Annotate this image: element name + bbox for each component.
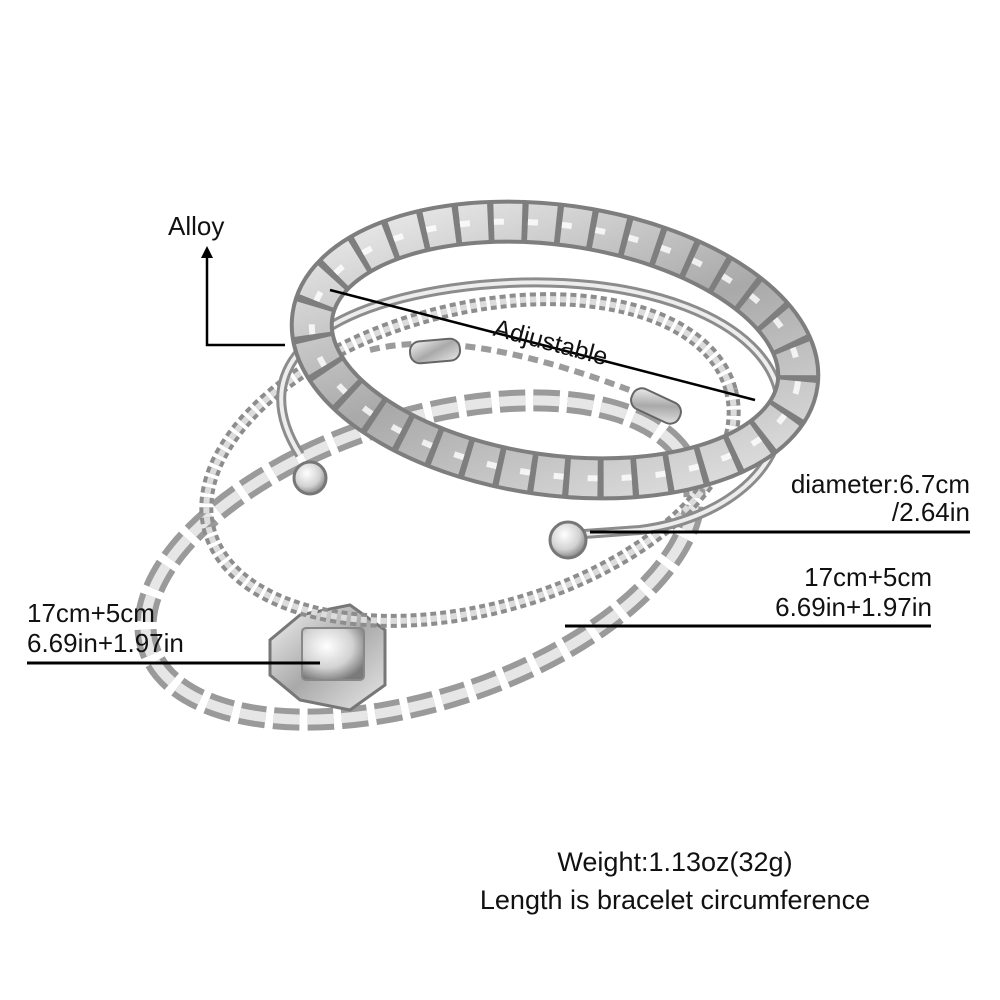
rope-chain-bracelet: [199, 292, 741, 628]
rope-chain-length-line1: 17cm+5cm: [804, 562, 932, 592]
curb-chain-length-line1: 17cm+5cm: [27, 598, 155, 628]
link-chain-bracelet: [369, 337, 682, 425]
annotation-lines: [27, 246, 970, 665]
rope-chain-length-line2: 6.69in+1.97in: [775, 592, 932, 622]
curb-chain-length-line2: 6.69in+1.97in: [27, 628, 184, 658]
weight-label: Weight:1.13oz(32g): [557, 847, 793, 877]
tennis-bracelet: [289, 199, 821, 501]
material-label: Alloy: [168, 211, 225, 241]
diameter-label-line2: /2.64in: [891, 497, 970, 527]
circumference-note: Length is bracelet circumference: [479, 885, 871, 915]
diameter-label-line1: diameter:6.7cm: [790, 469, 970, 499]
